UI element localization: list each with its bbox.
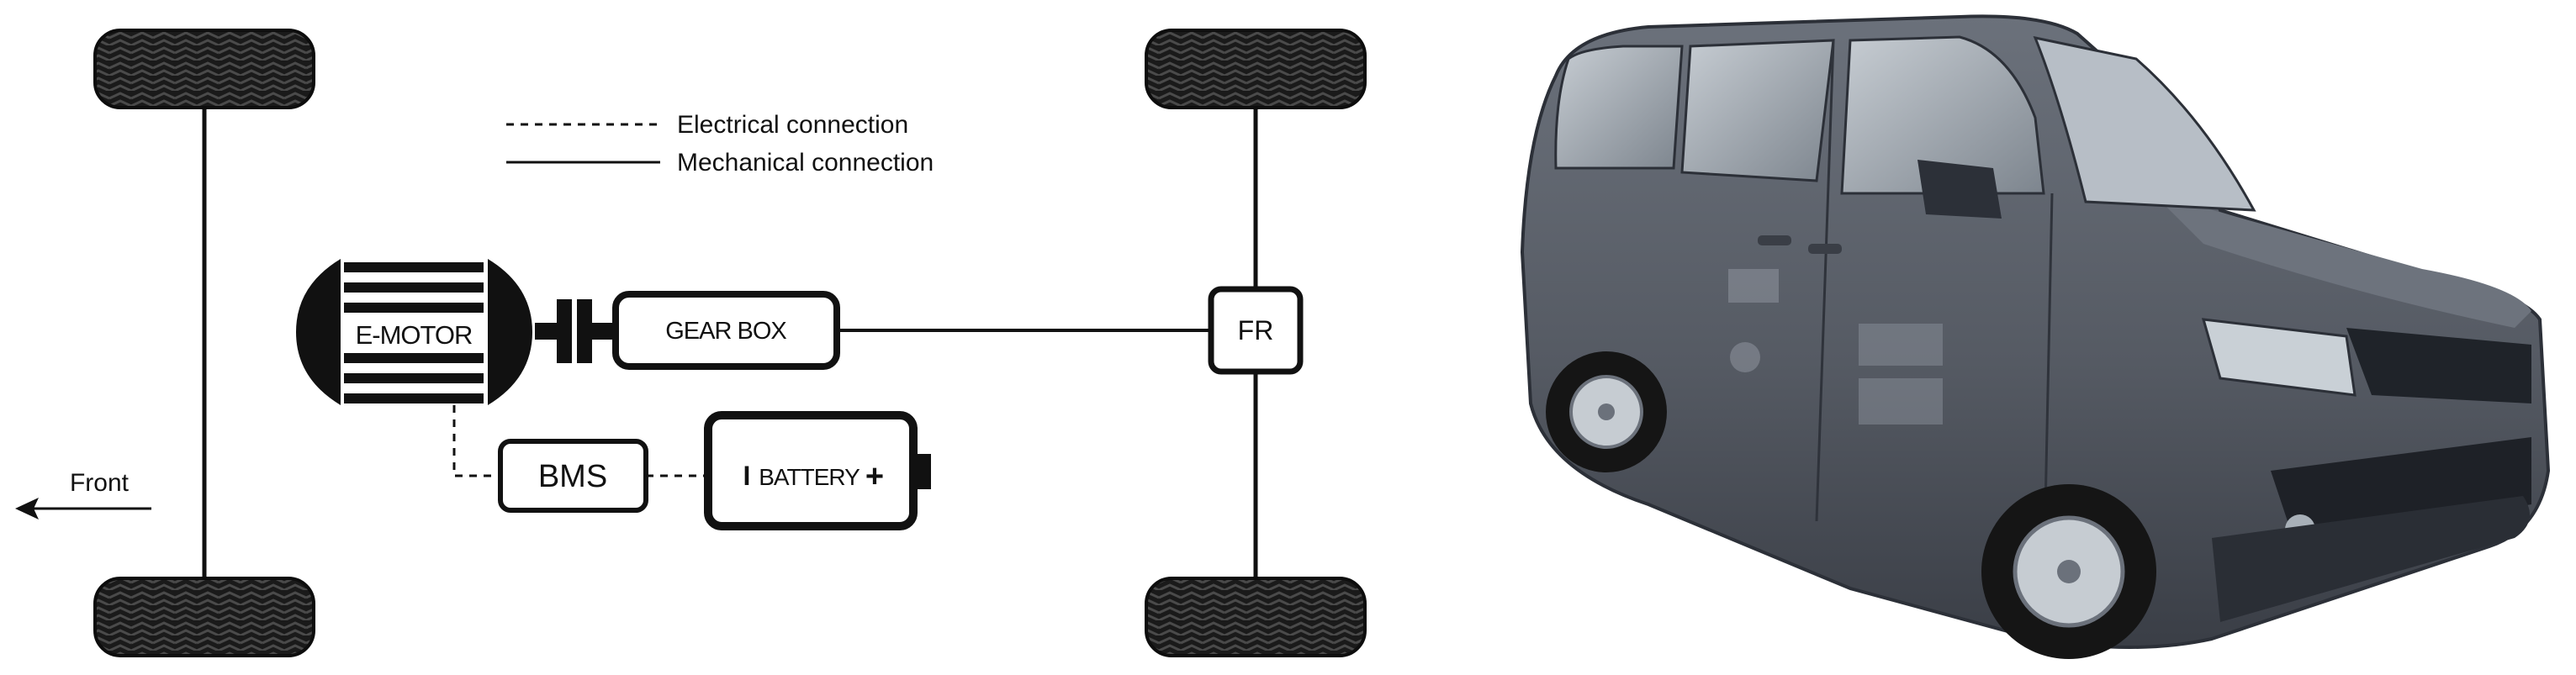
- van-front-wheel: [1981, 484, 2156, 659]
- tire-rear-top: [1145, 29, 1367, 109]
- legend-mechanical-label: Mechanical connection: [677, 149, 934, 177]
- van-windshield: [2033, 35, 2256, 212]
- coupling: [535, 299, 614, 363]
- tire-front-top: [93, 29, 315, 109]
- battery: I BATTERY +: [704, 411, 931, 530]
- van-middle-window: [1680, 39, 1835, 182]
- tire-rear-bottom: [1145, 577, 1367, 657]
- van-rear-wheel: [1546, 351, 1667, 472]
- battery-minus-sign: I: [743, 461, 751, 491]
- final-reduction: FR: [1208, 286, 1304, 375]
- drivetrain-diagram: Electrical connection Mechanical connect…: [15, 29, 1367, 657]
- van-photo: [1520, 14, 2551, 659]
- front-direction-arrow: Front: [15, 469, 151, 519]
- battery-label: BATTERY: [759, 464, 860, 490]
- fr-label: FR: [1238, 315, 1274, 345]
- van-rear-window: [1554, 45, 1684, 170]
- tire-front-bottom: [93, 577, 315, 657]
- e-motor-label: E-MOTOR: [356, 320, 473, 350]
- bms-label: BMS: [538, 459, 607, 494]
- bms: BMS: [498, 439, 648, 513]
- front-label: Front: [70, 469, 130, 497]
- e-motor: E-MOTOR: [296, 259, 532, 405]
- gear-box: GEAR BOX: [612, 291, 840, 370]
- battery-plus-sign: +: [865, 459, 884, 494]
- legend-electrical-label: Electrical connection: [677, 111, 908, 139]
- gear-box-label: GEAR BOX: [665, 318, 786, 345]
- van-front-door-window: [1840, 35, 2045, 195]
- motor-bms-link: [452, 405, 500, 477]
